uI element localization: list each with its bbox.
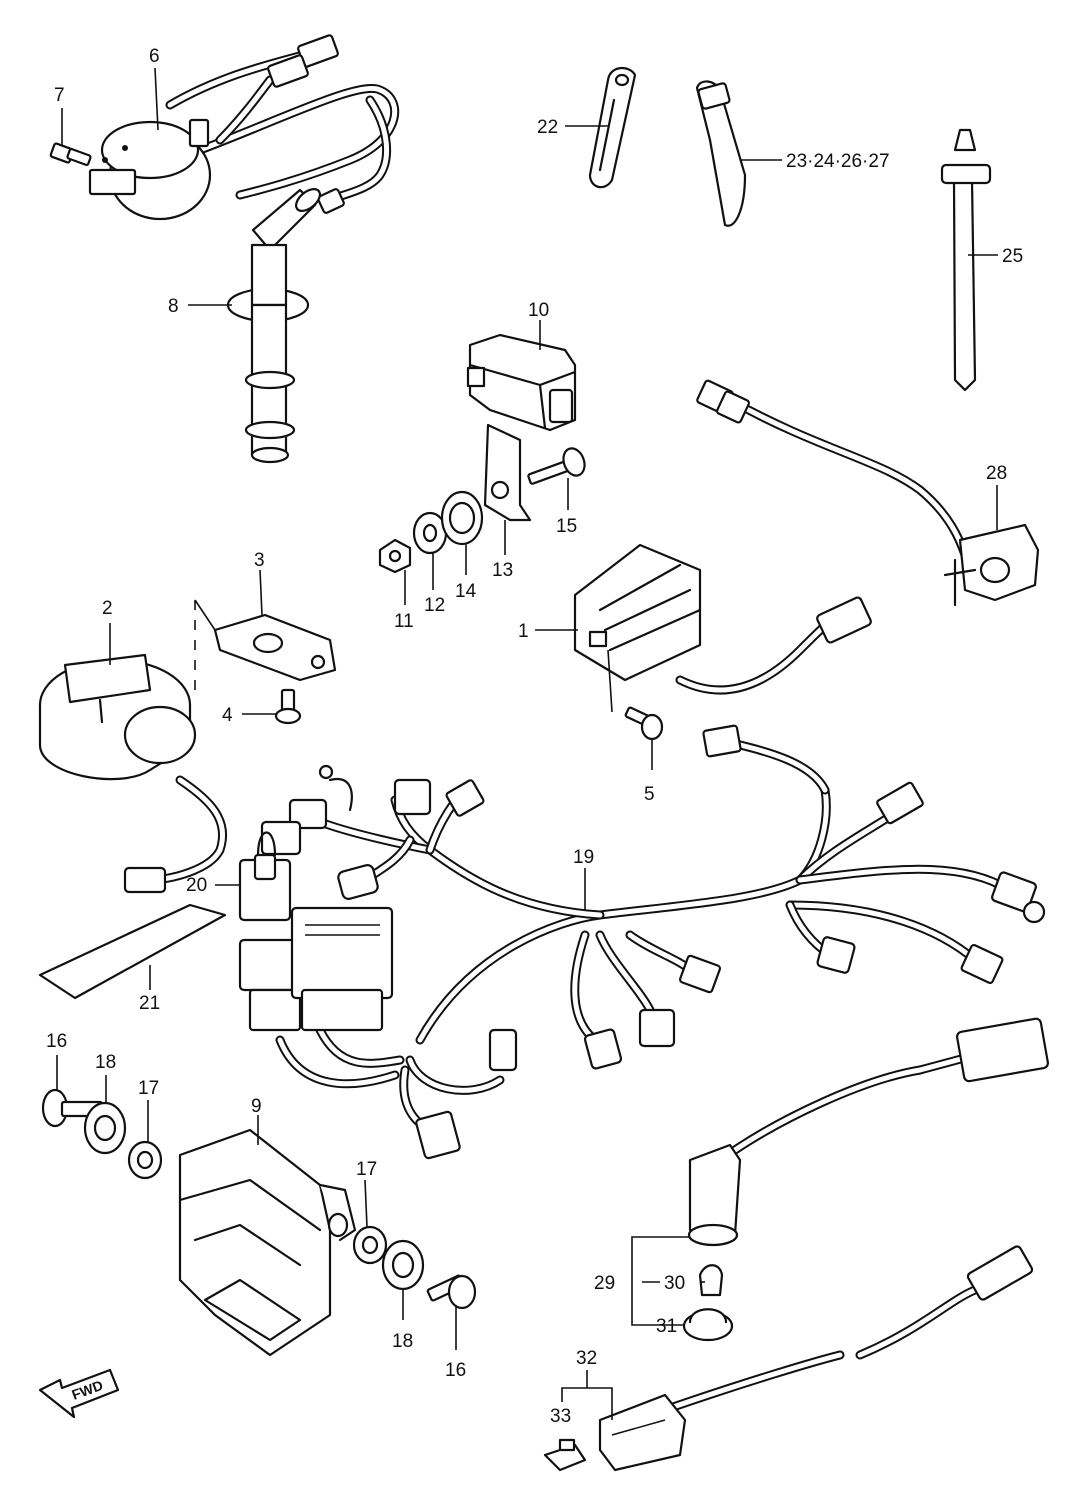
callout-23: 23·24·26·27 xyxy=(786,151,890,172)
washer-12 xyxy=(412,511,448,555)
callout-19: 19 xyxy=(573,847,594,868)
collar-17-right xyxy=(352,1225,388,1265)
grommet-18-right xyxy=(381,1239,425,1291)
leader-lines xyxy=(56,67,998,1420)
grommet-14 xyxy=(440,490,484,546)
bolt-5 xyxy=(624,706,664,741)
sub-harness-32 xyxy=(598,1245,1034,1472)
fuse-holder-20 xyxy=(238,831,292,922)
clamp-22 xyxy=(588,67,637,189)
bolt-4 xyxy=(274,688,302,725)
cap-31 xyxy=(682,1308,734,1342)
ecu-9 xyxy=(178,1128,357,1357)
callout-20: 20 xyxy=(186,875,207,896)
callout-5: 5 xyxy=(644,784,655,805)
callout-18b: 18 xyxy=(392,1331,413,1352)
screw-7 xyxy=(49,142,92,166)
callout-17a: 17 xyxy=(138,1078,159,1099)
callout-15: 15 xyxy=(556,516,577,537)
callout-12: 12 xyxy=(424,595,445,616)
callout-2: 2 xyxy=(102,598,113,619)
bolt-16-right xyxy=(426,1274,477,1310)
collar-17-left xyxy=(127,1140,163,1180)
callout-25: 25 xyxy=(1002,246,1023,267)
fwd-arrow: FWD xyxy=(38,1368,120,1419)
callout-13: 13 xyxy=(492,560,513,581)
callout-17b: 17 xyxy=(356,1159,377,1180)
bracket-13 xyxy=(483,423,532,522)
callout-16b: 16 xyxy=(445,1360,466,1381)
callout-4: 4 xyxy=(222,705,233,726)
callout-11: 11 xyxy=(394,611,414,632)
callout-29: 29 xyxy=(594,1273,615,1294)
callout-1: 1 xyxy=(518,621,529,642)
spark-plug-cap-8 xyxy=(226,188,321,464)
callout-9: 9 xyxy=(251,1096,262,1117)
bracket-3 xyxy=(194,599,337,690)
callout-30: 30 xyxy=(664,1273,685,1294)
callout-33: 33 xyxy=(550,1406,571,1427)
callout-18a: 18 xyxy=(95,1052,116,1073)
sensor-28 xyxy=(696,379,1040,607)
callout-28: 28 xyxy=(986,463,1007,484)
callout-21: 21 xyxy=(139,993,160,1014)
callout-8: 8 xyxy=(168,296,179,317)
fuse-33 xyxy=(543,1438,587,1472)
relay-10 xyxy=(466,333,577,432)
nut-11 xyxy=(378,538,412,574)
callout-16a: 16 xyxy=(46,1031,67,1052)
callout-32: 32 xyxy=(576,1348,597,1369)
callout-6: 6 xyxy=(149,46,160,67)
callout-31: 31 xyxy=(656,1316,677,1337)
callout-3: 3 xyxy=(254,550,265,571)
bolt-15 xyxy=(527,447,586,485)
callout-22: 22 xyxy=(537,117,558,138)
tape-21 xyxy=(38,903,227,1000)
callout-14: 14 xyxy=(455,581,477,602)
cable-tie-25 xyxy=(940,128,992,392)
ignition-coil-2 xyxy=(38,653,228,894)
cable-tie-23 xyxy=(695,80,747,227)
callout-labels: 1 2 3 4 5 6 7 8 9 10 11 12 13 14 15 16 1… xyxy=(46,46,1023,1427)
lead-wire-29 xyxy=(687,1017,1049,1247)
fuse-30 xyxy=(698,1264,724,1297)
ignition-switch-6 xyxy=(88,34,400,221)
callout-7: 7 xyxy=(54,85,65,106)
callout-10: 10 xyxy=(528,300,549,321)
grommet-18-left xyxy=(83,1101,127,1155)
main-wiring-harness xyxy=(238,724,1046,1160)
regulator-rectifier-1 xyxy=(573,543,872,695)
